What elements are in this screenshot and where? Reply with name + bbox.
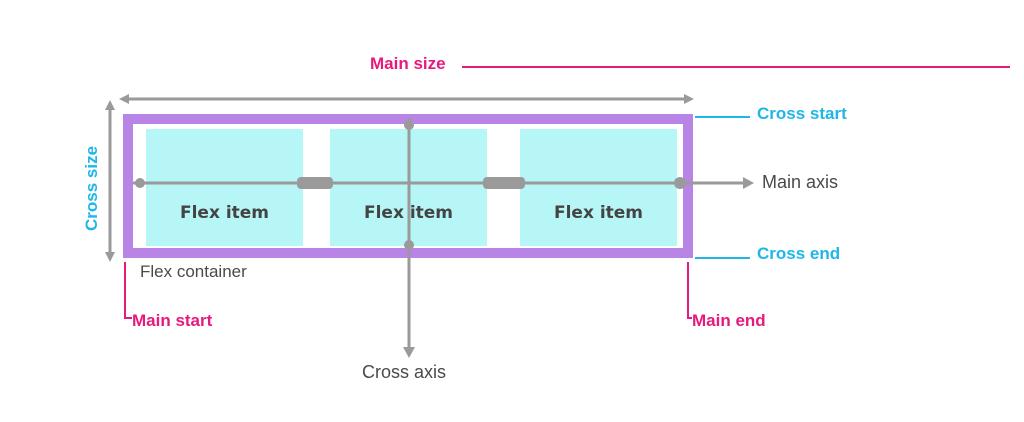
main-axis-label: Main axis (762, 172, 839, 192)
flex-item-label: Flex item (553, 202, 644, 223)
cross-axis-end-dot (404, 240, 414, 250)
cross-axis-arrow (403, 347, 415, 358)
cross-axis-start-dot (404, 120, 414, 130)
main-axis-arrow (743, 177, 754, 189)
main-axis-start-dot (135, 178, 145, 188)
main-size-label: Main size (370, 54, 446, 73)
cross-size-label: Cross size (82, 145, 101, 231)
main-end-label: Main end (692, 311, 766, 330)
flex-item-3: Flex item (520, 129, 677, 246)
main-size-arrow-left (119, 94, 129, 104)
main-start-label: Main start (132, 311, 213, 330)
cross-start-label: Cross start (757, 104, 847, 123)
gap-marker-2 (483, 177, 525, 189)
flex-container-label: Flex container (140, 262, 247, 281)
main-start-leader (124, 262, 132, 319)
cross-size-arrow-top (105, 100, 115, 110)
main-end-leader (687, 262, 692, 319)
cross-end-label: Cross end (757, 244, 841, 263)
main-axis-end-dot (674, 177, 686, 189)
cross-size-arrow-bottom (105, 252, 115, 262)
gap-marker-1 (297, 177, 333, 189)
main-size-arrow-right (684, 94, 694, 104)
flex-item-1: Flex item (146, 129, 303, 246)
cross-axis-label: Cross axis (362, 362, 447, 382)
flex-item-label: Flex item (179, 202, 270, 223)
